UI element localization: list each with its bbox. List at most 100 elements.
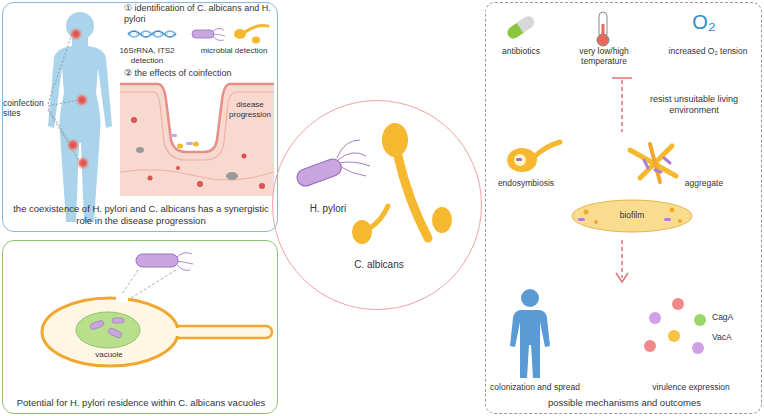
infection-site <box>75 93 89 107</box>
h-pylori-icon <box>192 28 225 40</box>
text-anchor: vacuole <box>86 350 132 360</box>
c-albicans-large <box>382 123 408 157</box>
dna-icon <box>128 31 176 37</box>
c-albicans-icon <box>234 29 246 39</box>
tissue-illustration <box>131 117 137 123</box>
h-pylori-entering <box>176 261 193 264</box>
tissue-illustration <box>148 176 153 181</box>
text-anchor: resist unsuitable living environment <box>632 94 756 116</box>
aggregate-icon <box>630 144 676 182</box>
dna-icon <box>155 31 156 37</box>
dna-icon <box>131 31 132 37</box>
virulence-dots <box>644 340 656 352</box>
h-pylori-entering <box>176 253 193 271</box>
dna-icon <box>149 31 150 37</box>
text-anchor: possible mechanisms and outcomes <box>490 397 759 408</box>
c-albicans-icon <box>252 37 260 44</box>
infection-site <box>69 27 83 41</box>
c-albicans-cell <box>42 294 272 366</box>
text-anchor: antibiotics <box>490 46 552 56</box>
text-anchor: ② the effects of coinfection <box>124 68 274 79</box>
tissue-illustration <box>242 154 247 159</box>
biofilm-icon <box>572 200 692 232</box>
tissue-illustration <box>131 117 265 189</box>
c-albicans-cell <box>172 326 272 338</box>
text-anchor: microbial detection <box>192 46 276 56</box>
dna-icon <box>167 31 168 37</box>
virulence-dots <box>692 342 704 354</box>
label-text: O₂ <box>684 10 724 34</box>
inhibition-line <box>621 80 623 132</box>
coinfection-leader <box>48 100 78 106</box>
h-pylori-entering <box>136 254 178 267</box>
label-text: vacuole <box>86 350 132 360</box>
label-text: coinfection sites <box>3 98 47 118</box>
c-albicans-large <box>352 123 452 244</box>
biofilm-icon <box>572 200 692 232</box>
biofilm-icon <box>578 218 585 221</box>
label-text: ② the effects of coinfection <box>124 68 274 79</box>
center-circle: H. pyloriC. albicans <box>272 100 482 310</box>
dna-icon <box>161 31 162 37</box>
aggregate-icon <box>650 144 660 182</box>
label-text: virulence expression <box>636 382 746 392</box>
dna-icon <box>143 31 144 37</box>
endosymbiosis-icon <box>514 154 526 166</box>
c-albicans-large <box>398 156 428 238</box>
virulence-dots <box>668 330 680 342</box>
label-text: 16SrRNA, ITS2 detection <box>104 46 190 65</box>
text-anchor: virulence expression <box>636 382 746 392</box>
h-pylori-entering <box>176 253 192 258</box>
tissue-illustration <box>176 166 180 170</box>
tissue-illustration <box>259 183 265 189</box>
virulence-dots <box>694 314 706 326</box>
tissue-illustration <box>177 142 199 149</box>
label-text: CagA <box>712 312 752 322</box>
vacuole <box>76 312 140 348</box>
body-silhouette <box>48 12 112 222</box>
dna-icon <box>173 31 174 37</box>
coinfection-leader <box>48 108 70 143</box>
text-anchor: coinfection sites <box>3 98 47 118</box>
c-albicans-large <box>370 206 388 228</box>
h-pylori-entering <box>176 264 190 270</box>
vacuole <box>112 318 124 323</box>
text-anchor: 16SrRNA, ITS2 detection <box>104 46 190 65</box>
node-text: Potential for H. pylori residence within… <box>9 397 273 408</box>
infection-site <box>76 156 90 170</box>
vacuole <box>89 318 124 339</box>
label-text: very low/high temperature <box>556 46 652 66</box>
virulence-dots <box>649 312 661 324</box>
tissue-illustration <box>186 142 193 145</box>
label-text: colonization and spread <box>487 382 583 392</box>
biofilm-icon <box>670 208 675 213</box>
tissue-illustration <box>120 92 274 160</box>
coinfection-leader <box>48 110 79 161</box>
text-anchor: disease progression <box>226 100 274 119</box>
infection-site <box>66 138 80 152</box>
inhibition-line <box>612 78 632 132</box>
aggregate-icon <box>644 160 648 168</box>
infection-site <box>66 27 90 170</box>
label-text: aggregate <box>674 178 734 188</box>
h-pylori-large <box>337 140 370 176</box>
biofilm-icon <box>594 220 598 224</box>
endosymbiosis-icon <box>535 142 560 156</box>
c-albicans-large <box>352 220 372 244</box>
text-anchor: the coexistence of H. pylori and C. albi… <box>9 203 273 226</box>
person-icon <box>510 310 550 378</box>
h-pylori-large <box>295 157 344 189</box>
aggregate-icon <box>655 170 661 172</box>
biofilm-icon <box>584 210 589 215</box>
tissue-illustration <box>120 84 274 196</box>
label-text: VacA <box>712 332 752 342</box>
virulence-dots <box>644 298 706 354</box>
text-anchor: O₂ <box>684 10 724 34</box>
body-silhouette <box>66 12 94 40</box>
c-albicans-icon <box>245 26 268 32</box>
dna-icon <box>131 31 173 37</box>
label-text: ① identification of C. albicans and H. p… <box>124 3 274 25</box>
tissue-illustration <box>120 84 274 196</box>
h-pylori-entering <box>136 253 193 271</box>
